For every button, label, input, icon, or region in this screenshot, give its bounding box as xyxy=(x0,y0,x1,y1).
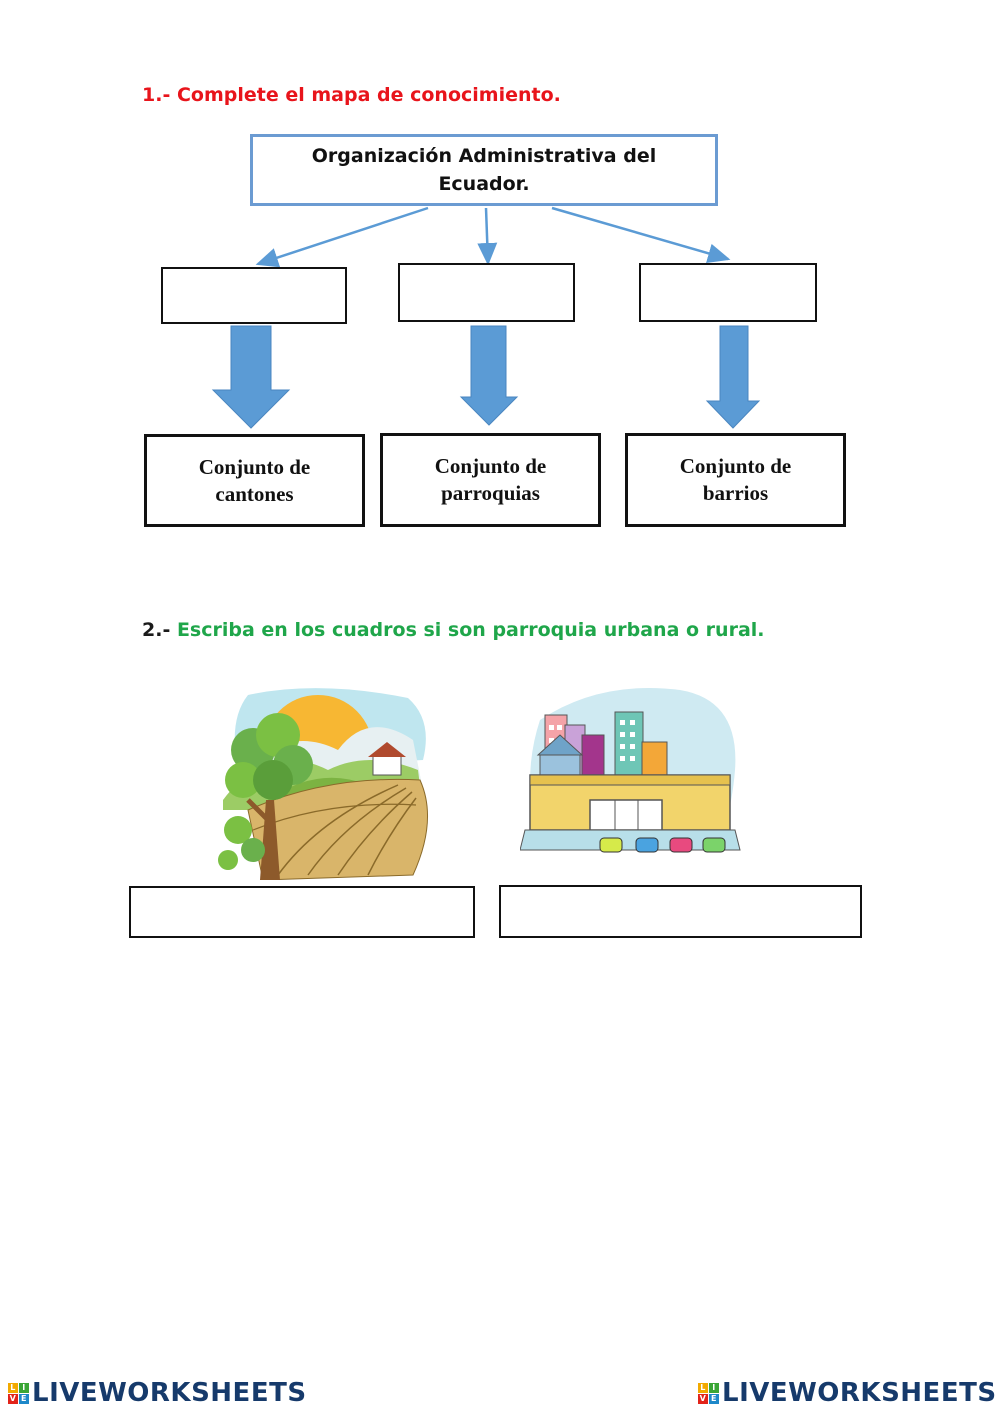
answer-box-urban[interactable] xyxy=(499,885,862,938)
section1-number: 1.- xyxy=(142,84,171,106)
section1-instruction: Complete el mapa de conocimiento. xyxy=(176,84,561,106)
result-box-cantones: Conjunto de cantones xyxy=(144,434,365,527)
logo-right-text: LIVEWORKSHEETS xyxy=(722,1378,997,1408)
section1-title: 1.- Complete el mapa de conocimiento. xyxy=(142,84,561,106)
result-text-parroquias: Conjunto de parroquias xyxy=(434,454,547,505)
rural-landscape-image xyxy=(218,688,428,880)
concept-map-connectors xyxy=(211,206,761,429)
section2-title: 2.- Escriba en los cuadros si son parroq… xyxy=(142,619,765,641)
block-arrow-center xyxy=(459,325,519,426)
blank-box-3[interactable] xyxy=(639,263,817,322)
root-concept-text: Organización Administrativa del Ecuador. xyxy=(311,145,657,195)
section2-number: 2.- xyxy=(142,619,171,641)
connector-left xyxy=(255,206,429,268)
connector-right xyxy=(551,206,731,264)
blank-box-2[interactable] xyxy=(398,263,575,322)
connector-center xyxy=(477,207,498,266)
result-box-barrios: Conjunto de barrios xyxy=(625,433,846,527)
result-box-parroquias: Conjunto de parroquias xyxy=(380,433,601,527)
root-concept-box: Organización Administrativa del Ecuador. xyxy=(250,134,718,206)
logo-left-text: LIVEWORKSHEETS xyxy=(32,1378,307,1408)
block-arrow-left xyxy=(211,325,291,429)
block-arrow-right xyxy=(705,325,761,429)
answer-box-rural[interactable] xyxy=(129,886,475,938)
blank-box-1[interactable] xyxy=(161,267,347,324)
result-text-barrios: Conjunto de barrios xyxy=(679,454,792,505)
urban-city-image xyxy=(520,688,741,853)
result-text-cantones: Conjunto de cantones xyxy=(198,454,311,506)
section2-instruction: Escriba en los cuadros si son parroquia … xyxy=(176,619,765,641)
